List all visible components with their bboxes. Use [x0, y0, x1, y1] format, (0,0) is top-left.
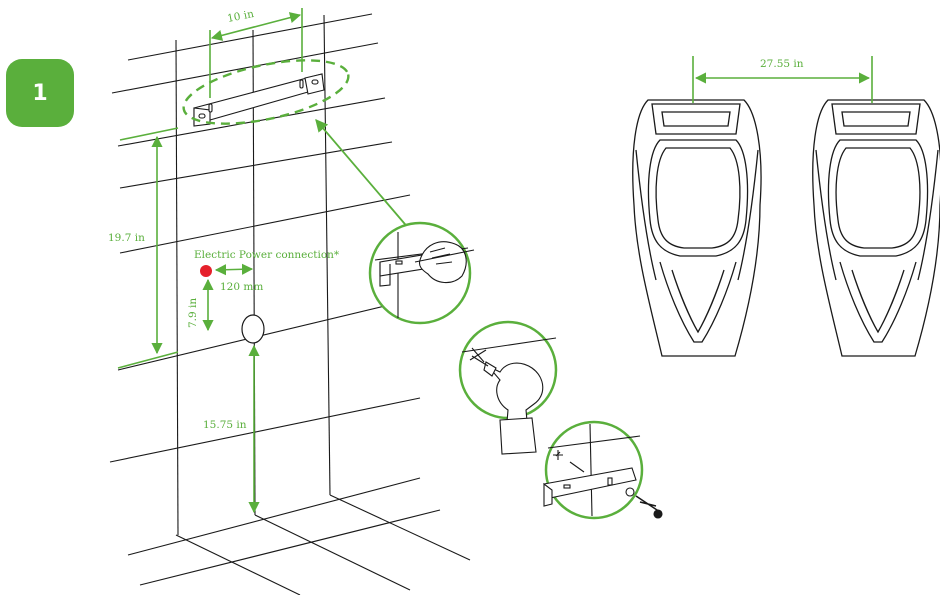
drilling-callout: [458, 320, 558, 455]
power-connection-label: Electric Power connection*: [194, 249, 340, 261]
drain-outlet: [241, 314, 265, 344]
bracket-height-label: 19.7 in: [108, 232, 145, 244]
drill-icon: [487, 362, 544, 435]
urinal-right: [812, 99, 940, 357]
screwing-callout: [543, 420, 663, 520]
bracket-spacing-label: 10 in: [226, 8, 255, 25]
power-vertical-label: 7.9 in: [187, 298, 199, 328]
step-number-badge: 1: [6, 59, 74, 127]
callout-pointer: [315, 119, 411, 231]
drain-height-label: 15.75 in: [203, 419, 247, 431]
power-horizontal-arrow: [214, 263, 254, 276]
urinal-spacing-label: 27.55 in: [760, 58, 804, 70]
bracket-spacing-dimension: [209, 8, 303, 98]
power-connection-dot: [200, 265, 212, 277]
bracket-highlight: [182, 59, 350, 125]
marking-callout: [368, 221, 475, 325]
step-number: 1: [32, 80, 48, 106]
urinal-left: [632, 99, 762, 357]
bracket-height-dimension: [117, 127, 179, 369]
urinal-spacing-dimension: [692, 56, 873, 103]
power-horizontal-label: 120 mm: [220, 281, 263, 293]
